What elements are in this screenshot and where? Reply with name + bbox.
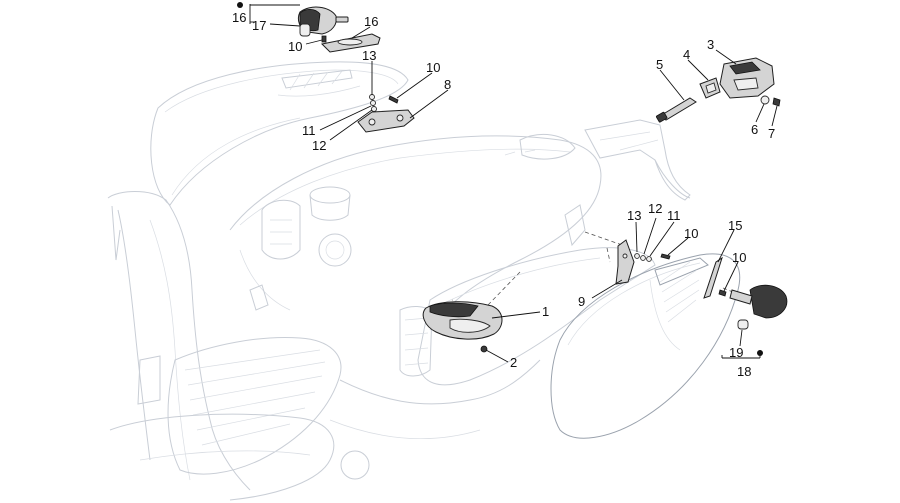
callout-14: 16 xyxy=(364,14,378,29)
callout-5: 5 xyxy=(656,57,663,72)
tail-light-housing-3 xyxy=(719,57,775,99)
callout-18: 18 xyxy=(737,364,751,379)
screw-10-right-upper xyxy=(660,253,671,260)
callout-6: 6 xyxy=(751,122,758,137)
callout-13-right: 13 xyxy=(627,208,641,223)
stud-5 xyxy=(656,97,697,123)
callout-3: 3 xyxy=(707,37,714,52)
callout-1: 1 xyxy=(542,304,549,319)
bracket-14 xyxy=(320,33,381,53)
scooter-body-ghost xyxy=(107,61,691,501)
callout-10-top: 10 xyxy=(288,39,302,54)
callout-12-left: 12 xyxy=(312,138,326,153)
callout-13-left: 13 xyxy=(362,48,376,63)
leader-lines xyxy=(249,4,778,363)
fasteners-11-12-13-right xyxy=(634,253,652,262)
callout-15: 15 xyxy=(728,218,742,233)
callout-9: 9 xyxy=(578,294,585,309)
screw-10-top xyxy=(321,35,327,43)
callout-numbers: 16 17 10 16 13 10 8 11 12 5 4 3 6 7 13 1… xyxy=(232,10,775,379)
callout-7: 7 xyxy=(768,126,775,141)
callout-10-right-lower: 10 xyxy=(732,250,746,265)
nut-6 xyxy=(760,95,770,105)
turn-signal-rear-right xyxy=(729,284,788,319)
bulb-17 xyxy=(299,23,311,37)
callout-10-left: 10 xyxy=(426,60,440,75)
bulb-19 xyxy=(737,319,749,330)
screw-10-right-lower xyxy=(718,289,727,297)
callout-16: 16 xyxy=(232,10,246,25)
callout-4: 4 xyxy=(683,47,690,62)
callout-10-right-upper: 10 xyxy=(684,226,698,241)
reference-dot-16 xyxy=(237,2,243,8)
bracket-8 xyxy=(357,109,415,133)
callout-12-right: 12 xyxy=(648,201,662,216)
light-unit-1 xyxy=(422,301,503,340)
callout-2: 2 xyxy=(510,355,517,370)
bracket-9 xyxy=(615,239,635,285)
callout-19: 19 xyxy=(729,345,743,360)
callout-17: 17 xyxy=(252,18,266,33)
right-side-panel xyxy=(550,253,741,439)
callout-8: 8 xyxy=(444,77,451,92)
bracket-4 xyxy=(699,77,721,99)
trim-strip-15 xyxy=(703,256,723,299)
screw-10-left xyxy=(388,95,399,104)
fasteners-11-12-13-left xyxy=(369,94,377,112)
callout-11-right: 11 xyxy=(667,208,681,223)
callout-11-left: 11 xyxy=(302,123,316,138)
fastener-2 xyxy=(480,345,488,353)
reference-dot-18 xyxy=(757,350,763,356)
screw-7 xyxy=(772,97,781,107)
